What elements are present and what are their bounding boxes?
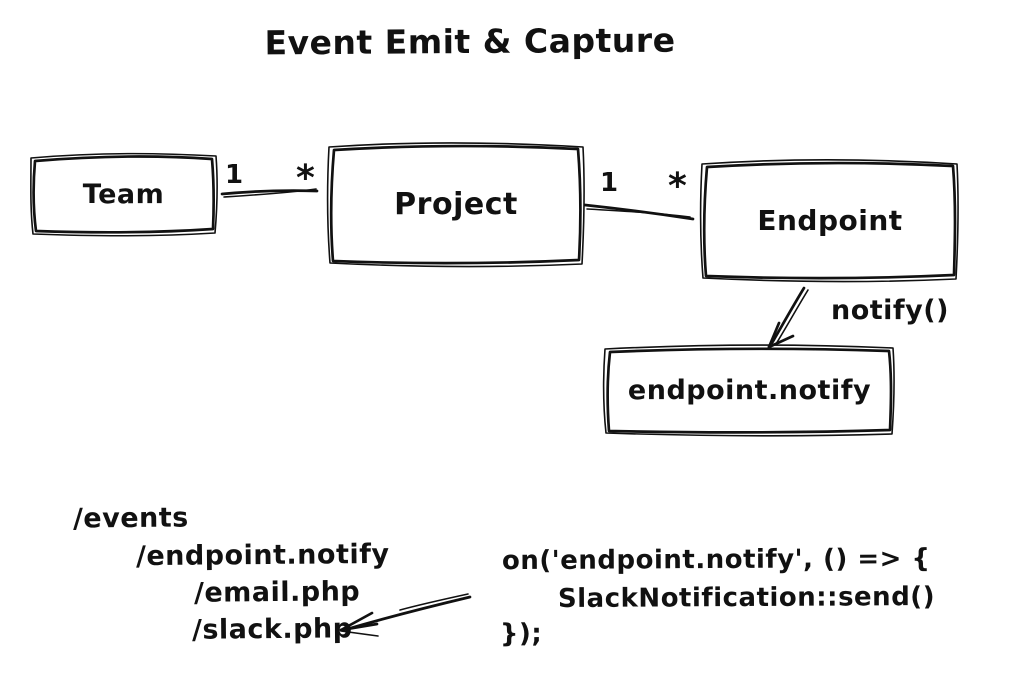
event-box: [602, 344, 895, 437]
slack-arrow: [339, 593, 472, 637]
team-label: Team: [82, 178, 165, 210]
project-endpoint-connector: [583, 203, 695, 221]
endpoint-box: [699, 159, 959, 283]
tree-item-slack-php: /slack.php: [191, 613, 353, 646]
endpoint-label: Endpoint: [757, 204, 903, 237]
tree-item-endpoint-notify: /endpoint.notify: [135, 538, 390, 573]
team-project-cardinality-one: 1: [225, 160, 244, 190]
notify-arrow-label: notify(): [831, 295, 949, 326]
project-endpoint-cardinality-one: 1: [600, 168, 619, 198]
team-box: [30, 152, 218, 237]
event-box-label: endpoint.notify: [627, 375, 872, 406]
code-line-2: SlackNotification::send(): [557, 582, 936, 614]
code-line-3: });: [499, 618, 543, 650]
tree-item-email-php: /email.php: [193, 576, 361, 609]
project-box: [326, 142, 585, 268]
notify-arrow: [767, 286, 809, 349]
project-label: Project: [394, 187, 518, 222]
team-project-cardinality-many: *: [296, 158, 316, 199]
code-line-1: on('endpoint.notify', () => {: [501, 543, 931, 577]
project-endpoint-cardinality-many: *: [668, 166, 688, 207]
tree-item-events: /events: [72, 502, 189, 535]
team-project-connector: [220, 188, 319, 198]
diagram-title: Event Emit & Capture: [264, 20, 676, 63]
